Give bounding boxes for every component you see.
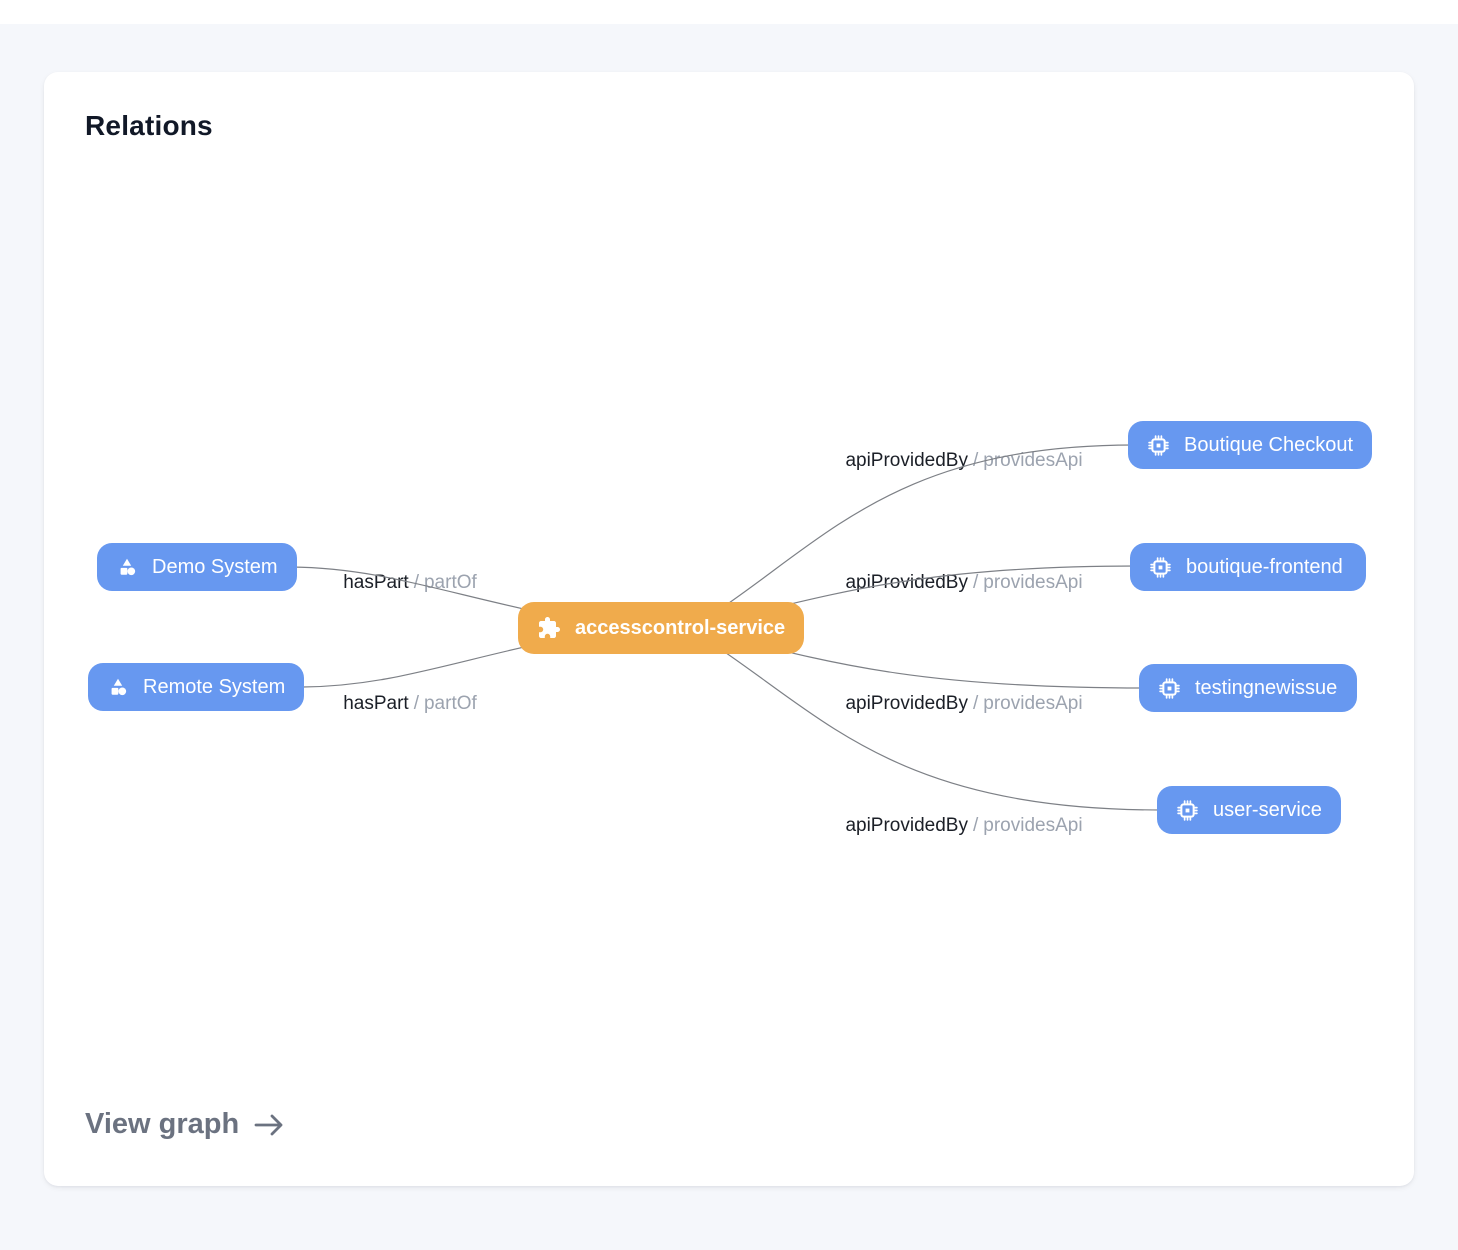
relation-inverse: providesApi <box>983 450 1082 471</box>
node-label: accesscontrol-service <box>575 617 785 640</box>
view-graph-link[interactable]: View graph <box>85 1108 286 1141</box>
relation-separator: / <box>973 815 978 836</box>
puzzle-icon <box>537 616 561 640</box>
node-user-service[interactable]: user-service <box>1157 786 1341 834</box>
relation-name: apiProvidedBy <box>845 693 968 714</box>
node-remote-system[interactable]: Remote System <box>88 663 304 711</box>
node-accesscontrol-service[interactable]: accesscontrol-service <box>518 602 804 654</box>
node-label: testingnewissue <box>1195 677 1337 700</box>
relation-separator: / <box>414 572 419 593</box>
node-label: Boutique Checkout <box>1184 434 1353 457</box>
relation-name: apiProvidedBy <box>845 450 968 471</box>
arrow-right-icon <box>252 1110 286 1140</box>
chip-icon <box>1149 556 1172 579</box>
relation-inverse: providesApi <box>983 572 1082 593</box>
edge-user-service <box>704 638 1162 810</box>
node-label: boutique-frontend <box>1186 556 1343 579</box>
relation-separator: / <box>973 572 978 593</box>
relation-name: hasPart <box>343 572 408 593</box>
node-label: Remote System <box>143 676 285 699</box>
chip-icon <box>1147 434 1170 457</box>
relation-separator: / <box>973 693 978 714</box>
relation-name: hasPart <box>343 693 408 714</box>
node-testingnewissue[interactable]: testingnewissue <box>1139 664 1357 712</box>
node-boutique-frontend[interactable]: boutique-frontend <box>1130 543 1366 591</box>
system-shapes-icon <box>116 556 138 578</box>
edge-label-apiprovidedby-3: apiProvidedBy/providesApi <box>845 693 1082 715</box>
system-shapes-icon <box>107 676 129 698</box>
relation-name: apiProvidedBy <box>845 815 968 836</box>
relations-graph: hasPart/partOf hasPart/partOf apiProvide… <box>44 72 1414 1186</box>
edge-label-haspart-1: hasPart /partOf <box>343 572 477 594</box>
node-label: Demo System <box>152 556 278 579</box>
edge-label-haspart-2: hasPart /partOf <box>343 693 477 715</box>
edge-label-apiprovidedby-1: apiProvidedBy/providesApi <box>845 450 1082 472</box>
relation-inverse: partOf <box>424 572 477 593</box>
relation-name: apiProvidedBy <box>845 572 968 593</box>
node-demo-system[interactable]: Demo System <box>97 543 297 591</box>
node-label: user-service <box>1213 799 1322 822</box>
view-graph-label: View graph <box>85 1108 239 1141</box>
chip-icon <box>1176 799 1199 822</box>
node-boutique-checkout[interactable]: Boutique Checkout <box>1128 421 1372 469</box>
relation-inverse: partOf <box>424 693 477 714</box>
relation-inverse: providesApi <box>983 815 1082 836</box>
edge-label-apiprovidedby-4: apiProvidedBy/providesApi <box>845 815 1082 837</box>
relation-inverse: providesApi <box>983 693 1082 714</box>
relation-separator: / <box>414 693 419 714</box>
chip-icon <box>1158 677 1181 700</box>
relations-card: Relations hasPart/partOf hasPart/partOf … <box>44 72 1414 1186</box>
relation-separator: / <box>973 450 978 471</box>
edge-label-apiprovidedby-2: apiProvidedBy/providesApi <box>845 572 1082 594</box>
